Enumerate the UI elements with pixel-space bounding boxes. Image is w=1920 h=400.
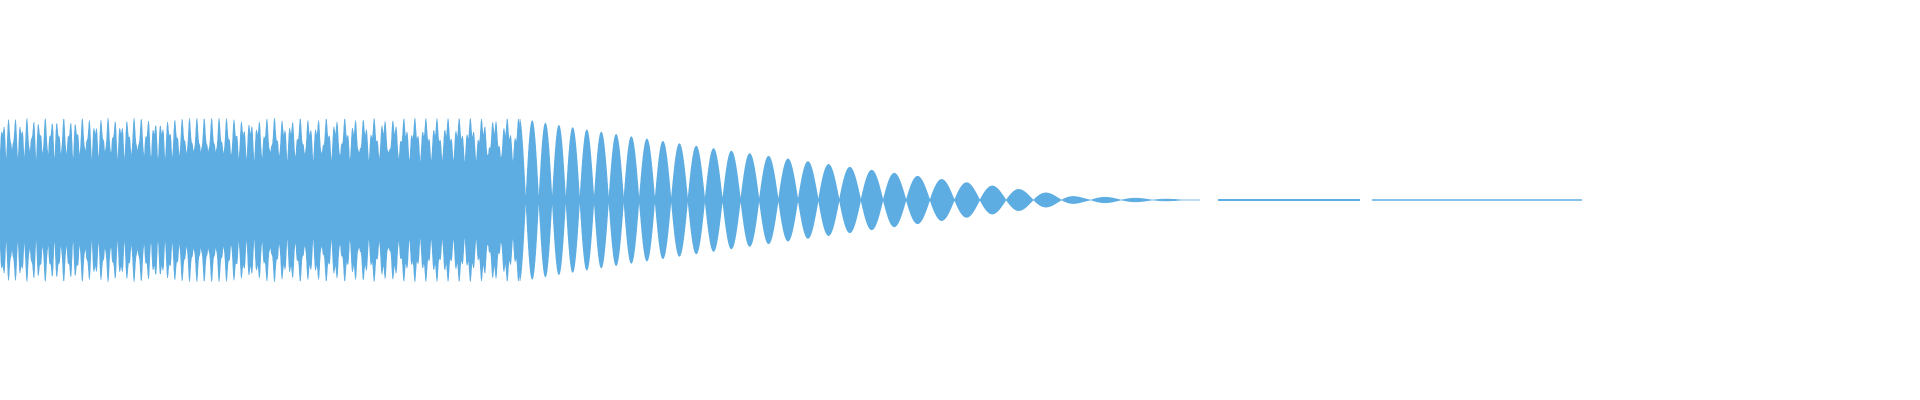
- waveform-signal: [0, 117, 1201, 283]
